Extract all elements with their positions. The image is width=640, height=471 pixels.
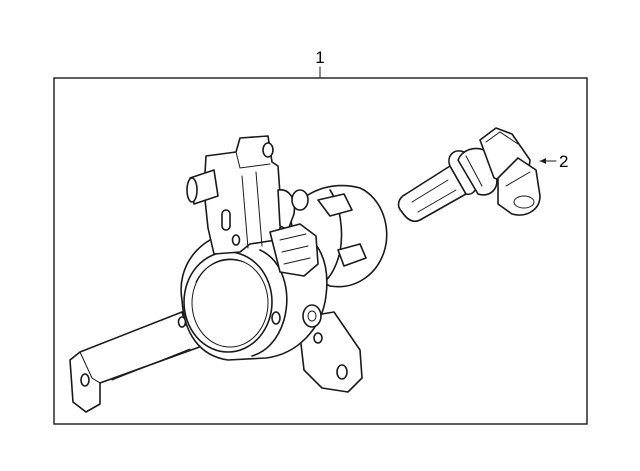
headlight-bulb-icon[interactable] (397, 127, 541, 223)
callout-1-label: 1 (315, 48, 324, 67)
callout-2-label: 2 (559, 152, 568, 171)
callout-2[interactable]: 2 (539, 152, 568, 171)
callout-1[interactable]: 1 (315, 48, 325, 79)
fog-lamp-assembly-icon[interactable] (69, 135, 388, 413)
